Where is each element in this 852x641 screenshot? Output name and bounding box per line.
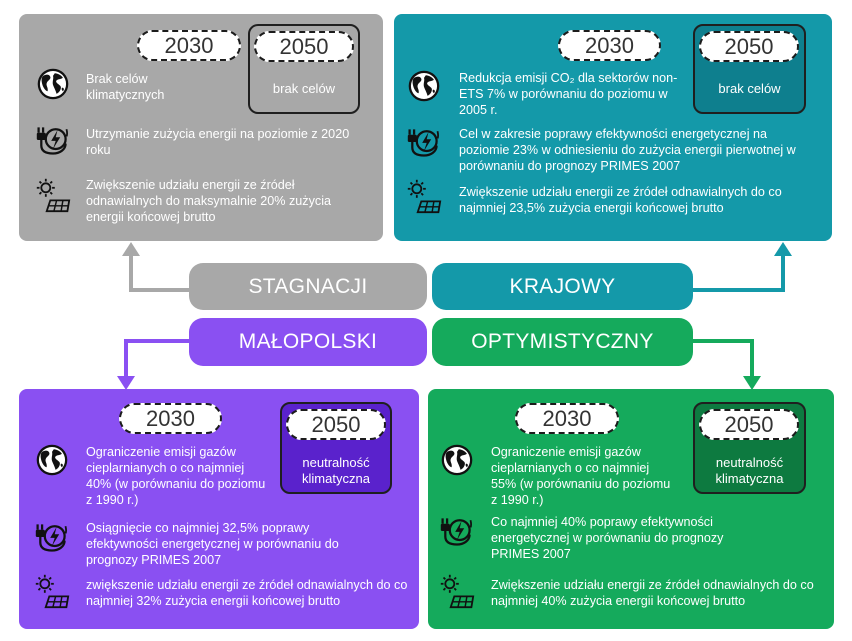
scenario-label-optimistic: OPTYMISTYCZNY	[432, 318, 693, 366]
target-renewables-text: Zwiększenie udziału energii ze źródeł od…	[491, 578, 814, 608]
year-2030-badge: 2030	[137, 30, 241, 61]
year-2030-badge: 2030	[515, 403, 619, 434]
scenario-label-national: KRAJOWY	[432, 263, 693, 310]
solar-panel-icon	[405, 178, 443, 214]
goal-2050-box: 2050 brak celów	[248, 24, 360, 114]
scenario-label-stagnation: STAGNACJI	[189, 263, 427, 310]
goal-2050-box: 2050 brak celów	[693, 24, 806, 114]
target-efficiency-text: Utrzymanie zużycia energii na poziomie z…	[86, 127, 350, 157]
year-2050-badge: 2050	[286, 409, 386, 440]
energy-plug-icon	[438, 513, 476, 549]
arrowhead-optimistic	[743, 376, 761, 390]
target-renewables-text: Zwiększenie udziału energii ze źródeł od…	[459, 185, 782, 215]
arrow-optimistic	[693, 339, 754, 378]
panel-optimistic: 2030 2050 neutralność klimatyczna Ograni…	[428, 389, 834, 629]
goal-2050-box: 2050 neutralność klimatyczna	[693, 402, 806, 494]
energy-plug-icon	[405, 124, 443, 160]
solar-panel-icon	[34, 177, 72, 213]
target-emissions-text: Brak celów klimatycznych	[86, 72, 165, 102]
goal-2050-text: neutralność klimatyczna	[302, 455, 370, 486]
solar-panel-icon	[438, 573, 476, 609]
arrowhead-malopolska	[117, 376, 135, 390]
energy-plug-icon	[33, 519, 71, 555]
arrow-national	[693, 254, 785, 292]
arrow-stagnation	[129, 254, 189, 292]
globe-icon	[34, 66, 72, 102]
arrowhead-stagnation	[122, 242, 140, 256]
year-2050-badge: 2050	[699, 409, 799, 440]
goal-2050-box: 2050 neutralność klimatyczna	[280, 402, 392, 494]
target-efficiency-text: Osiągnięcie co najmniej 32,5% poprawy ef…	[86, 521, 339, 567]
panel-national: 2030 2050 brak celów Redukcja emisji CO₂…	[394, 14, 832, 241]
year-2030-badge: 2030	[558, 30, 661, 61]
goal-2050-text: brak celów	[272, 81, 336, 96]
globe-icon	[405, 68, 443, 104]
target-emissions-text: Ograniczenie emisji gazów cieplarnianych…	[86, 445, 266, 507]
panel-stagnation: 2030 2050 brak celów Brak celów klimatyc…	[19, 14, 383, 241]
scenario-label-malopolska: MAŁOPOLSKI	[189, 318, 427, 366]
panel-malopolska: 2030 2050 neutralność klimatyczna Ograni…	[19, 389, 419, 629]
target-emissions-text: Redukcja emisji CO₂ dla sektorów non-ETS…	[459, 71, 678, 117]
arrow-malopolska	[124, 339, 189, 378]
goal-2050-text: brak celów	[718, 81, 781, 96]
year-2050-badge: 2050	[699, 31, 799, 62]
energy-plug-icon	[34, 122, 72, 158]
year-2030-badge: 2030	[119, 403, 222, 434]
arrowhead-national	[774, 242, 792, 256]
goal-2050-text: neutralność klimatyczna	[715, 455, 784, 486]
target-emissions-text: Ograniczenie emisji gazów cieplarnianych…	[491, 445, 671, 507]
target-efficiency-text: Cel w zakresie poprawy efektywności ener…	[459, 127, 796, 173]
globe-icon	[438, 442, 476, 478]
solar-panel-icon	[33, 573, 71, 609]
target-renewables-text: Zwiększenie udziału energii ze źródeł od…	[86, 178, 332, 224]
globe-icon	[33, 442, 71, 478]
target-renewables-text: zwiększenie udziału energii ze źródeł od…	[86, 578, 408, 608]
target-efficiency-text: Co najmniej 40% poprawy efektywności ene…	[491, 515, 724, 561]
year-2050-badge: 2050	[254, 31, 354, 62]
